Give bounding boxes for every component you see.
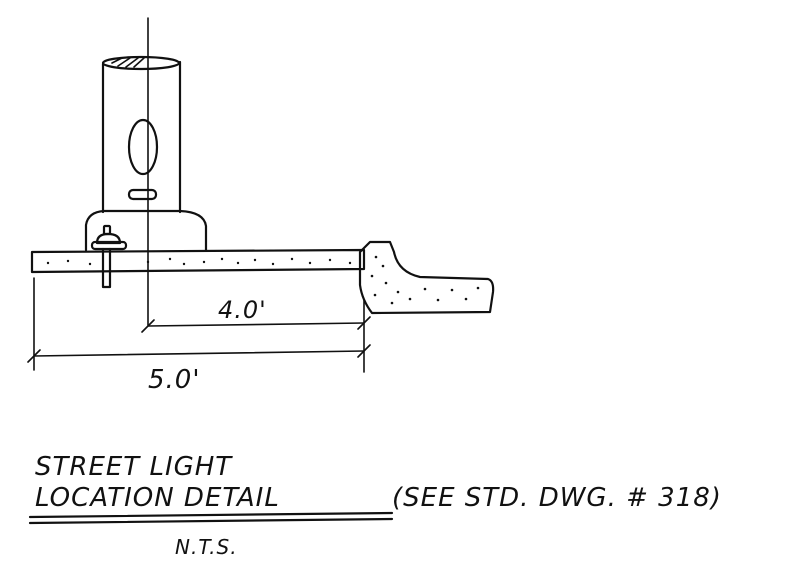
scale-note: N.T.S. [175,535,238,559]
title-underline-2 [28,517,394,525]
curb-and-gutter [358,240,495,315]
pole-slot [127,188,158,201]
title-underline-1 [28,511,394,519]
title-block: STREET LIGHT LOCATION DETAIL (SEE STD. D… [28,452,722,559]
dimension-label-4ft: 4.0' [218,296,267,324]
light-pole [101,55,182,214]
dimension-label-5ft: 5.0' [148,365,201,395]
dimension-total-width: 5.0' [27,344,371,395]
dimension-pole-to-curb: 4.0' [141,296,371,333]
title-line1: STREET LIGHT [35,452,233,482]
extension-lines [33,277,365,373]
title-line2: LOCATION DETAIL [35,483,280,513]
handhole-oval [127,118,159,176]
title-reference: (SEE STD. DWG. # 318) [392,483,722,513]
anchor-bolt [90,224,128,289]
pole-base [84,209,208,252]
sidewalk-slab [30,248,366,274]
